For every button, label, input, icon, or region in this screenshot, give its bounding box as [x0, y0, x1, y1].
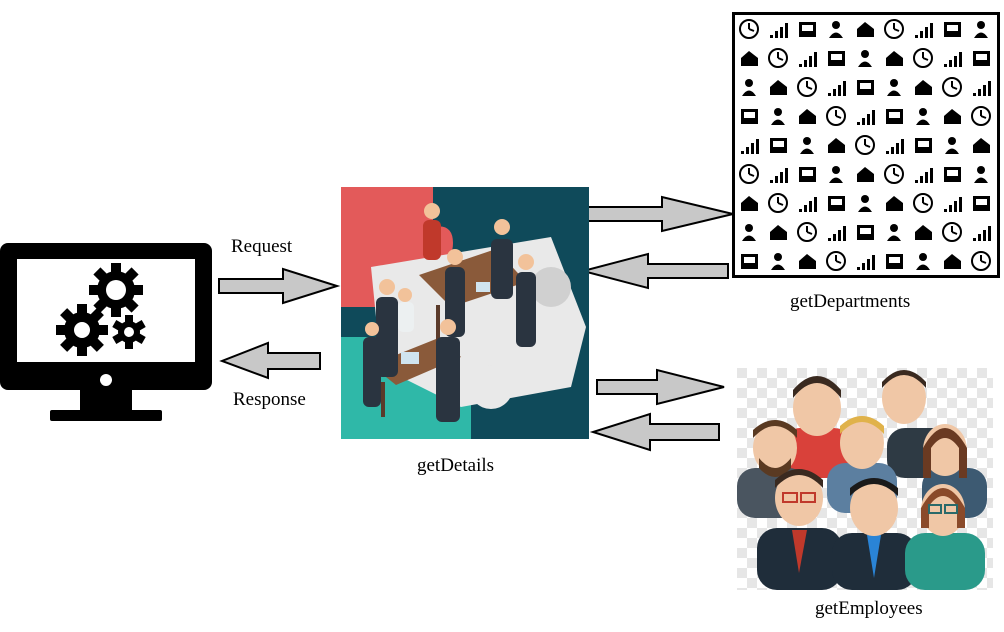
department-pictogram-icon: [915, 23, 933, 38]
department-pictogram-icon: [828, 138, 845, 153]
department-pictogram-icon: [768, 48, 788, 68]
department-pictogram-icon: [826, 251, 846, 271]
department-pictogram-icon: [770, 23, 788, 38]
request-label: Request: [231, 236, 293, 257]
department-pictogram-icon: [855, 135, 875, 155]
department-pictogram-icon: [915, 168, 933, 183]
department-pictogram-icon: [770, 138, 787, 153]
department-pictogram-icon: [857, 80, 874, 95]
department-pictogram-icon: [828, 226, 846, 241]
department-pictogram-icon: [797, 222, 817, 242]
department-pictogram-icon: [770, 225, 787, 240]
department-pictogram-icon: [742, 224, 756, 241]
department-pictogram-icon: [886, 109, 903, 124]
department-pictogram-icon: [857, 22, 874, 37]
department-pictogram-icon: [974, 21, 988, 38]
department-pictogram-icon: [828, 51, 845, 66]
department-pictogram-icon: [944, 109, 961, 124]
department-pictogram-icon: [944, 197, 962, 212]
department-pictogram-icon: [799, 109, 816, 124]
department-pictogram-icon: [857, 167, 874, 182]
department-pictogram-icon: [942, 77, 962, 97]
department-pictogram-icon: [857, 110, 875, 125]
department-pictogram-icon: [739, 164, 759, 184]
employees-response-arrow: [589, 412, 720, 452]
get-details-label: getDetails: [417, 455, 495, 476]
department-pictogram-icon: [915, 225, 932, 240]
department-pictogram-icon: [857, 255, 875, 270]
request-arrow: [218, 267, 341, 305]
department-pictogram-icon: [799, 167, 816, 182]
department-pictogram-icon: [739, 19, 759, 39]
departments-request-arrow: [585, 195, 734, 233]
department-pictogram-icon: [973, 196, 990, 211]
departments-response-arrow: [579, 252, 729, 290]
department-pictogram-icon: [944, 167, 961, 182]
department-pictogram-icon: [944, 52, 962, 67]
department-pictogram-icon: [913, 48, 933, 68]
department-pictogram-icon: [915, 138, 932, 153]
department-pictogram-icon: [771, 253, 785, 270]
get-departments-label: getDepartments: [790, 291, 911, 312]
department-pictogram-icon: [945, 137, 959, 154]
department-pictogram-icon: [944, 22, 961, 37]
department-pictogram-icon: [858, 195, 872, 212]
department-pictogram-icon: [973, 51, 990, 66]
department-pictogram-icon: [884, 164, 904, 184]
department-pictogram-icon: [797, 77, 817, 97]
get-employees-label: getEmployees: [815, 598, 923, 619]
department-pictogram-icon: [886, 139, 904, 154]
department-pictogram-icon: [886, 196, 903, 211]
department-pictogram-icon: [770, 168, 788, 183]
department-pictogram-icon: [973, 138, 990, 153]
department-pictogram-icon: [887, 79, 901, 96]
department-pictogram-icon: [916, 108, 930, 125]
department-pictogram-icon: [916, 253, 930, 270]
department-pictogram-icon: [828, 196, 845, 211]
department-pictogram-icon: [742, 79, 756, 96]
department-pictogram-icon: [799, 22, 816, 37]
department-pictogram-icon: [741, 196, 758, 211]
department-pictogram-icon: [915, 80, 932, 95]
department-icons: [739, 19, 991, 271]
department-pictogram-icon: [973, 81, 991, 96]
department-pictogram-icon: [913, 193, 933, 213]
department-pictogram-icon: [768, 193, 788, 213]
department-pictogram-icon: [771, 108, 785, 125]
department-pictogram-icon: [741, 51, 758, 66]
department-pictogram-icon: [886, 51, 903, 66]
department-pictogram-icon: [770, 80, 787, 95]
response-label: Response: [233, 389, 306, 410]
department-pictogram-icon: [971, 106, 991, 126]
department-pictogram-icon: [886, 254, 903, 269]
department-pictogram-icon: [857, 225, 874, 240]
department-pictogram-icon: [799, 197, 817, 212]
team-puzzle-illustration: [341, 187, 589, 439]
department-pictogram-icon: [974, 166, 988, 183]
department-pictogram-icon: [944, 254, 961, 269]
department-pictogram-icon: [799, 52, 817, 67]
department-pictogram-icon: [800, 137, 814, 154]
department-pictogram-icon: [887, 224, 901, 241]
department-pictogram-icon: [826, 106, 846, 126]
department-pictogram-icon: [884, 19, 904, 39]
department-pictogram-icon: [741, 109, 758, 124]
department-pictogram-icon: [829, 166, 843, 183]
department-pictogram-icon: [828, 81, 846, 96]
department-pictogram-icon: [942, 222, 962, 242]
employee-group-illustration: [737, 368, 993, 590]
department-pictogram-icon: [741, 139, 759, 154]
department-pictogram-icon: [971, 251, 991, 271]
department-pictogram-icon: [799, 254, 816, 269]
response-arrow: [219, 341, 321, 380]
department-pictogram-icon: [858, 50, 872, 67]
department-pictogram-icon: [741, 254, 758, 269]
monitor-gears-icon: [0, 243, 212, 421]
employees-request-arrow: [596, 368, 725, 406]
department-pictogram-icon: [829, 21, 843, 38]
department-pictogram-icon: [973, 226, 991, 241]
department-icon-grid: [732, 12, 1000, 278]
